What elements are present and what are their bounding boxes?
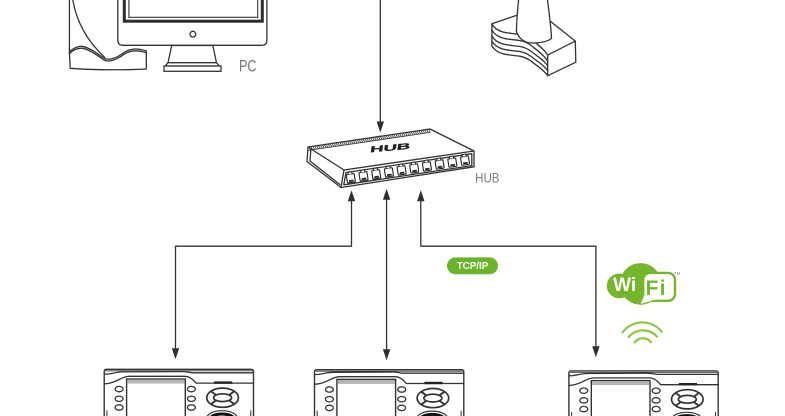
- svg-text:HUB: HUB: [475, 171, 499, 186]
- svg-text:Fi: Fi: [646, 277, 667, 300]
- svg-text:TCP/IP: TCP/IP: [457, 261, 489, 272]
- svg-text:TM: TM: [674, 271, 681, 276]
- svg-text:HUB: HUB: [370, 141, 411, 155]
- svg-text:PC: PC: [239, 58, 257, 76]
- svg-text:Wi: Wi: [613, 275, 636, 296]
